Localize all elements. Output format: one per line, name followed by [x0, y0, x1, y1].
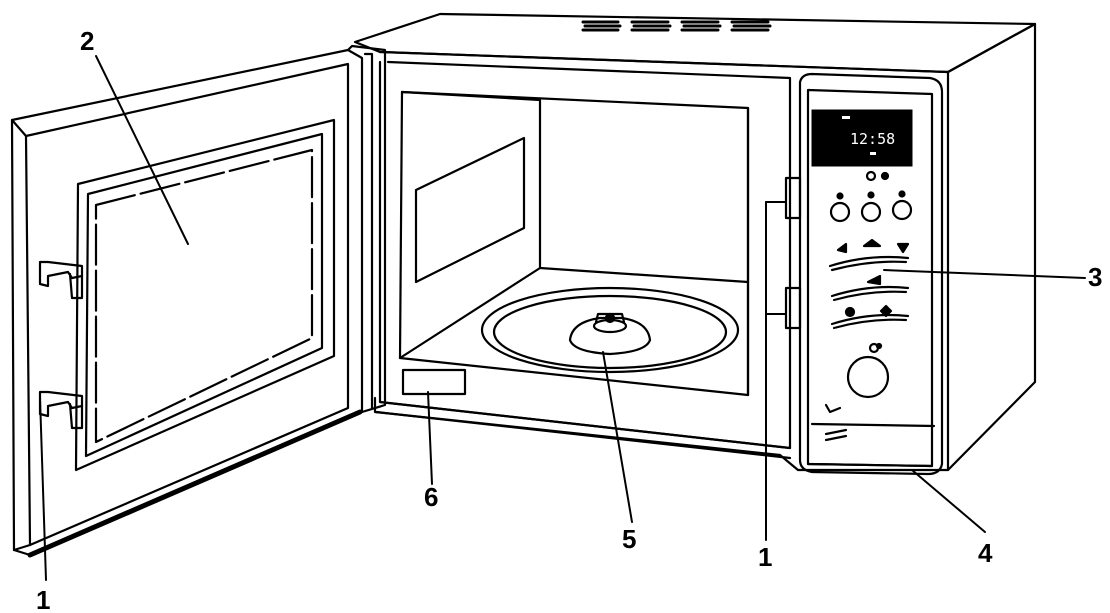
oven-door[interactable] — [10, 44, 387, 558]
setting-rocker-1[interactable] — [828, 238, 910, 272]
door-latch-hooks — [38, 260, 84, 430]
callout-control-panel: 3 — [1088, 262, 1102, 292]
turntable-drive — [568, 312, 652, 356]
setting-rocker-2[interactable] — [830, 274, 910, 302]
callout-door-release: 4 — [978, 538, 993, 568]
cavity-vent-panel — [414, 136, 526, 284]
top-vents — [581, 20, 772, 32]
lcd-display: 12:58 — [811, 109, 913, 167]
callout-turntable-drive: 5 — [622, 524, 636, 554]
door-window — [74, 118, 336, 472]
oven-body — [353, 12, 1037, 472]
program-buttons[interactable] — [829, 170, 913, 223]
callout-rating-plate: 6 — [424, 482, 438, 512]
display-time: 12:58 — [850, 130, 895, 148]
latch-openings — [784, 176, 802, 330]
oven-cavity — [398, 90, 750, 397]
door-release-button[interactable] — [806, 403, 936, 468]
control-knob[interactable] — [846, 342, 890, 399]
leader-lines — [39, 55, 1086, 581]
callout-hinge-latches: 1 — [36, 585, 50, 613]
turntable — [480, 286, 740, 374]
rating-plate — [401, 368, 467, 396]
callout-latch-openings: 1 — [758, 542, 772, 572]
setting-rocker-3[interactable] — [830, 304, 910, 330]
callout-door-window: 2 — [80, 26, 94, 56]
